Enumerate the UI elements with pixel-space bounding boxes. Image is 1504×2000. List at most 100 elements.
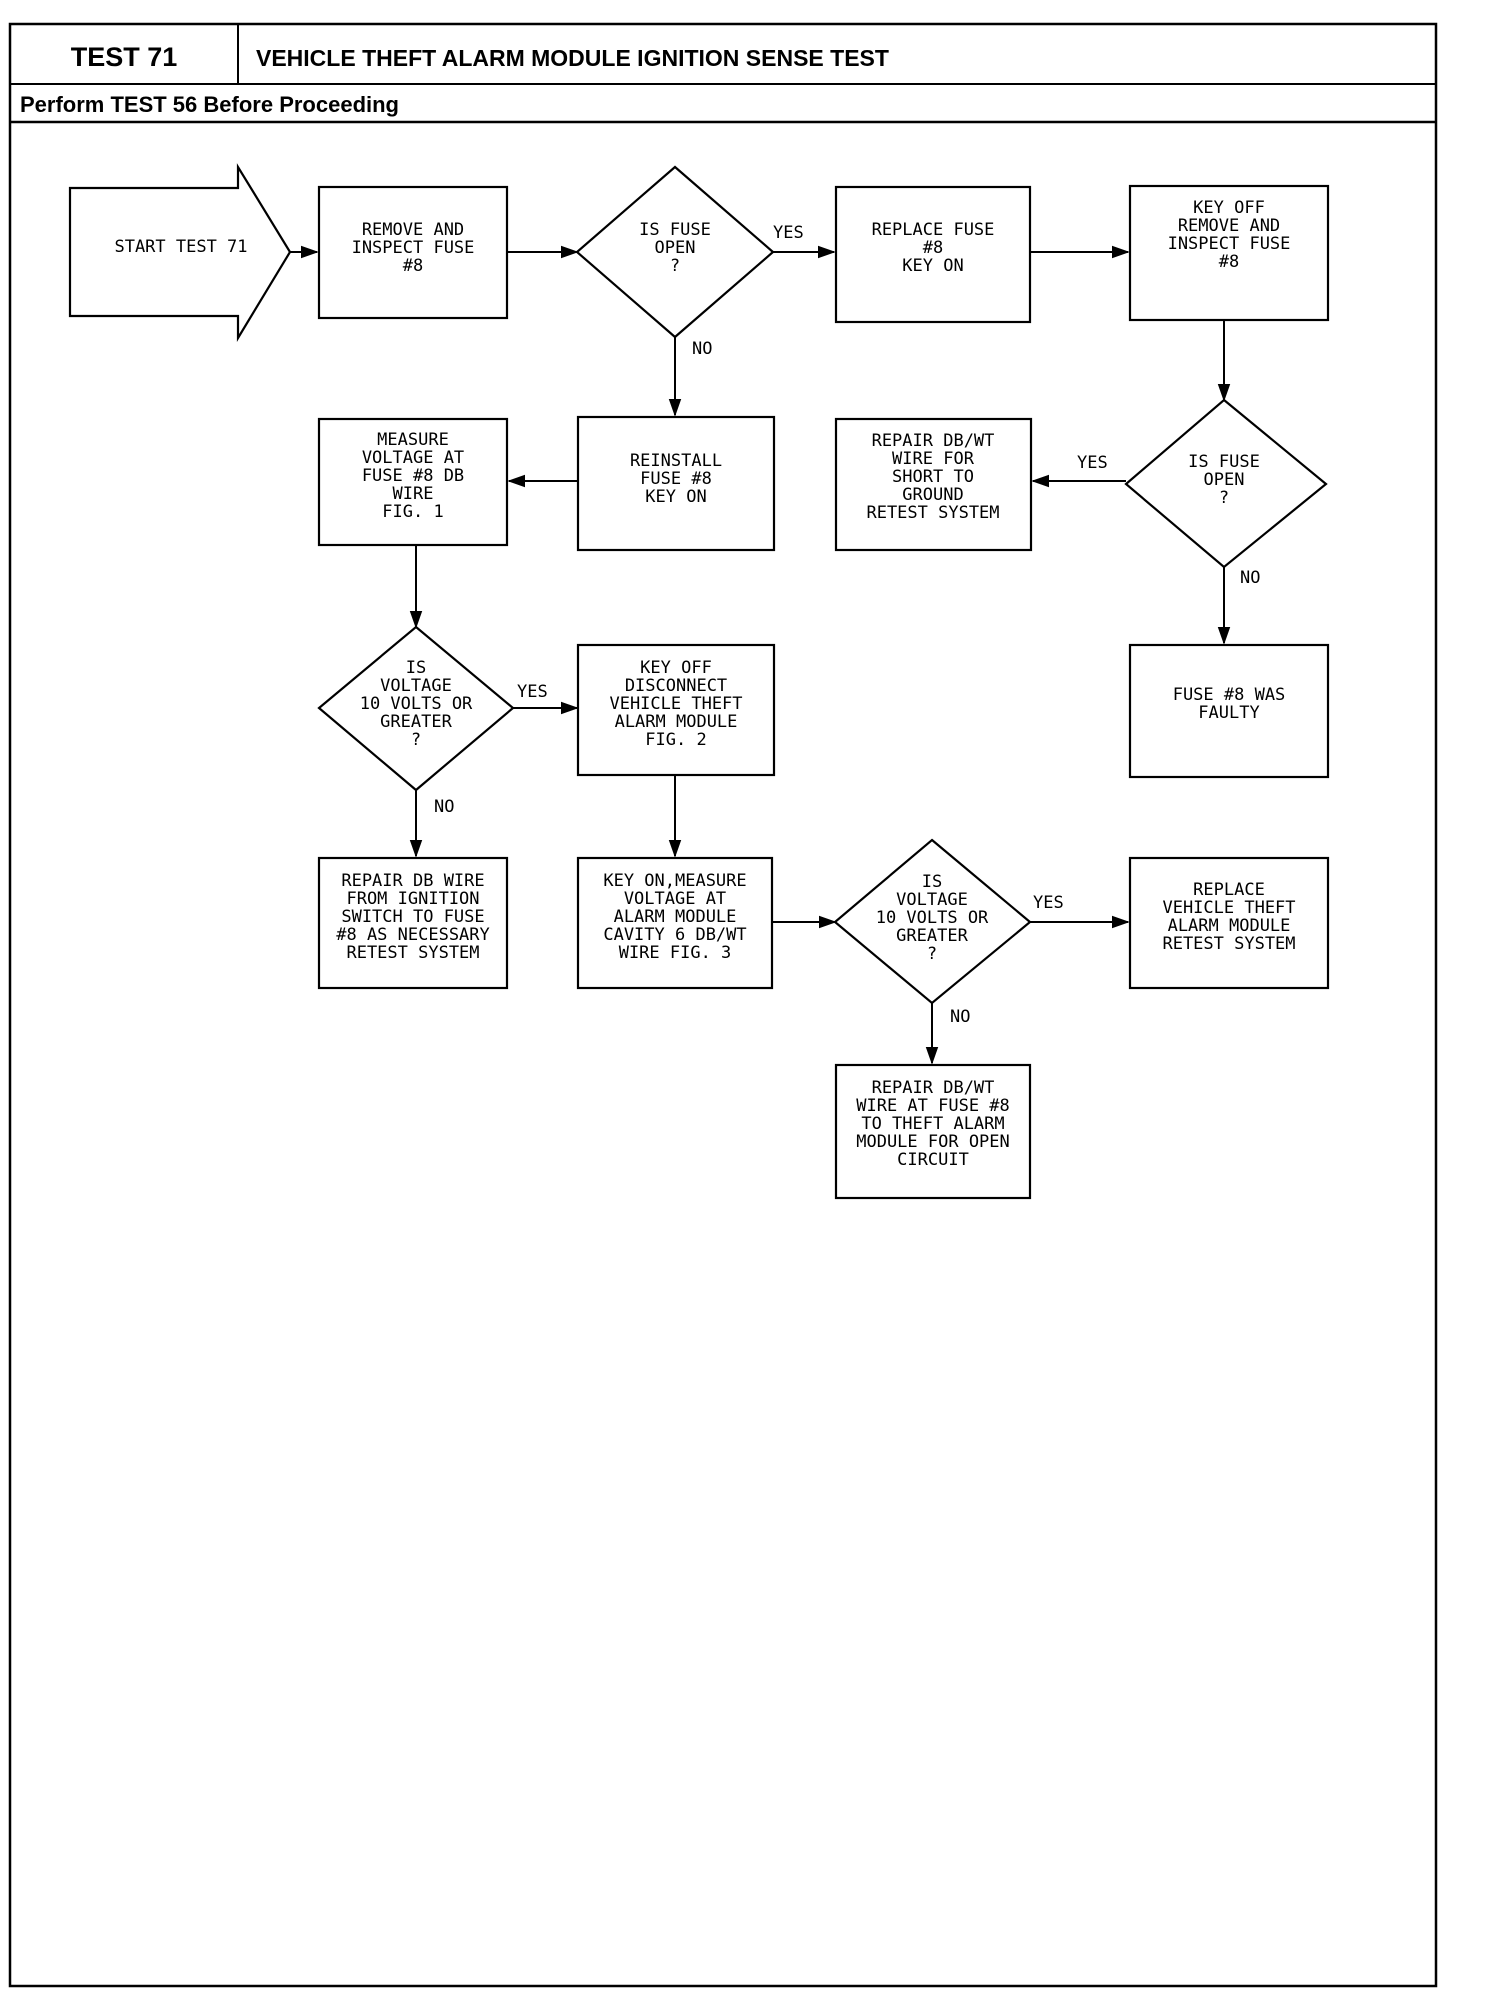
is-voltage-2-line: ? bbox=[927, 944, 937, 964]
start-label: START TEST 71 bbox=[114, 237, 247, 257]
replace-module-line: RETEST SYSTEM bbox=[1162, 934, 1295, 954]
key-off-disconnect-line: KEY OFF bbox=[640, 658, 712, 678]
repair-dbwt-open-line: WIRE AT FUSE #8 bbox=[856, 1096, 1010, 1116]
measure-voltage-fuse-line: FIG. 1 bbox=[382, 502, 443, 522]
remove-inspect-fuse-line: REMOVE AND bbox=[362, 220, 464, 240]
is-voltage-1-line: GREATER bbox=[380, 712, 452, 732]
repair-dbwt-open-line: CIRCUIT bbox=[897, 1150, 969, 1170]
key-off-remove-inspect-line: KEY OFF bbox=[1193, 198, 1265, 218]
repair-dbwt-open-line: TO THEFT ALARM bbox=[861, 1114, 1004, 1134]
is-voltage-1-line: IS bbox=[406, 658, 426, 678]
is-voltage-1-line: 10 VOLTS OR bbox=[360, 694, 473, 714]
edge-label-yes: YES bbox=[517, 682, 548, 702]
is-voltage-1-line: VOLTAGE bbox=[380, 676, 452, 696]
key-off-remove-inspect-line: REMOVE AND bbox=[1178, 216, 1280, 236]
is-voltage-1-line: ? bbox=[411, 730, 421, 750]
repair-db-wire-line: FROM IGNITION bbox=[346, 889, 479, 909]
measure-voltage-fuse-line: VOLTAGE AT bbox=[362, 448, 464, 468]
is-fuse-open-1-line: IS FUSE bbox=[639, 220, 711, 240]
repair-dbwt-short-line: RETEST SYSTEM bbox=[866, 503, 999, 523]
start-line: START TEST 71 bbox=[114, 237, 247, 257]
is-fuse-open-2-line: ? bbox=[1219, 488, 1229, 508]
key-off-remove-inspect-line: #8 bbox=[1219, 252, 1239, 272]
is-voltage-2-line: GREATER bbox=[896, 926, 968, 946]
edge-label-no: NO bbox=[950, 1007, 970, 1027]
is-fuse-open-2-line: OPEN bbox=[1204, 470, 1245, 490]
start-arrow-node: START TEST 71 bbox=[68, 163, 292, 342]
edge-label-no: NO bbox=[1240, 568, 1260, 588]
is-fuse-open-1-line: ? bbox=[670, 256, 680, 276]
repair-dbwt-short-line: REPAIR DB/WT bbox=[872, 431, 995, 451]
fuse-faulty-line: FUSE #8 WAS bbox=[1173, 685, 1286, 705]
reinstall-fuse-line: REINSTALL bbox=[630, 451, 722, 471]
is-fuse-open-1-line: OPEN bbox=[655, 238, 696, 258]
edge-label-yes: YES bbox=[1033, 893, 1064, 913]
remove-inspect-fuse-line: INSPECT FUSE bbox=[352, 238, 475, 258]
reinstall-fuse-line: KEY ON bbox=[645, 487, 706, 507]
repair-db-wire-line: RETEST SYSTEM bbox=[346, 943, 479, 963]
is-voltage-2-line: VOLTAGE bbox=[896, 890, 968, 910]
edge-label-no: NO bbox=[434, 797, 454, 817]
key-on-measure-line: WIRE FIG. 3 bbox=[619, 943, 732, 963]
repair-dbwt-short-line: GROUND bbox=[902, 485, 963, 505]
repair-dbwt-short-line: SHORT TO bbox=[892, 467, 974, 487]
repair-db-wire-line: REPAIR DB WIRE bbox=[341, 871, 484, 891]
edge-label-no: NO bbox=[692, 339, 712, 359]
is-voltage-2-line: IS bbox=[922, 872, 942, 892]
measure-voltage-fuse-line: WIRE bbox=[393, 484, 434, 504]
replace-fuse-line: #8 bbox=[923, 238, 943, 258]
is-fuse-open-2-line: IS FUSE bbox=[1188, 452, 1260, 472]
edge-label-yes: YES bbox=[1077, 453, 1108, 473]
key-off-disconnect-line: ALARM MODULE bbox=[615, 712, 738, 732]
key-on-measure-line: ALARM MODULE bbox=[614, 907, 737, 927]
key-on-measure-line: CAVITY 6 DB/WT bbox=[603, 925, 746, 945]
edge-label-yes: YES bbox=[773, 223, 804, 243]
page-border bbox=[8, 22, 1438, 1988]
key-on-measure-line: VOLTAGE AT bbox=[624, 889, 726, 909]
test-number: TEST 71 bbox=[71, 42, 178, 72]
repair-db-wire-line: SWITCH TO FUSE bbox=[341, 907, 484, 927]
key-off-disconnect-line: DISCONNECT bbox=[625, 676, 727, 696]
repair-dbwt-open-line: REPAIR DB/WT bbox=[872, 1078, 995, 1098]
remove-inspect-fuse-line: #8 bbox=[403, 256, 423, 276]
test-title: VEHICLE THEFT ALARM MODULE IGNITION SENS… bbox=[256, 45, 889, 71]
key-off-remove-inspect-line: INSPECT FUSE bbox=[1168, 234, 1291, 254]
key-off-disconnect-line: FIG. 2 bbox=[645, 730, 706, 750]
repair-db-wire-line: #8 AS NECESSARY bbox=[336, 925, 490, 945]
replace-fuse-line: REPLACE FUSE bbox=[872, 220, 995, 240]
repair-dbwt-short-line: WIRE FOR bbox=[892, 449, 975, 469]
measure-voltage-fuse-line: FUSE #8 DB bbox=[362, 466, 464, 486]
is-voltage-2-line: 10 VOLTS OR bbox=[876, 908, 989, 928]
test-subtitle: Perform TEST 56 Before Proceeding bbox=[20, 92, 399, 117]
repair-dbwt-open-line: MODULE FOR OPEN bbox=[856, 1132, 1010, 1152]
